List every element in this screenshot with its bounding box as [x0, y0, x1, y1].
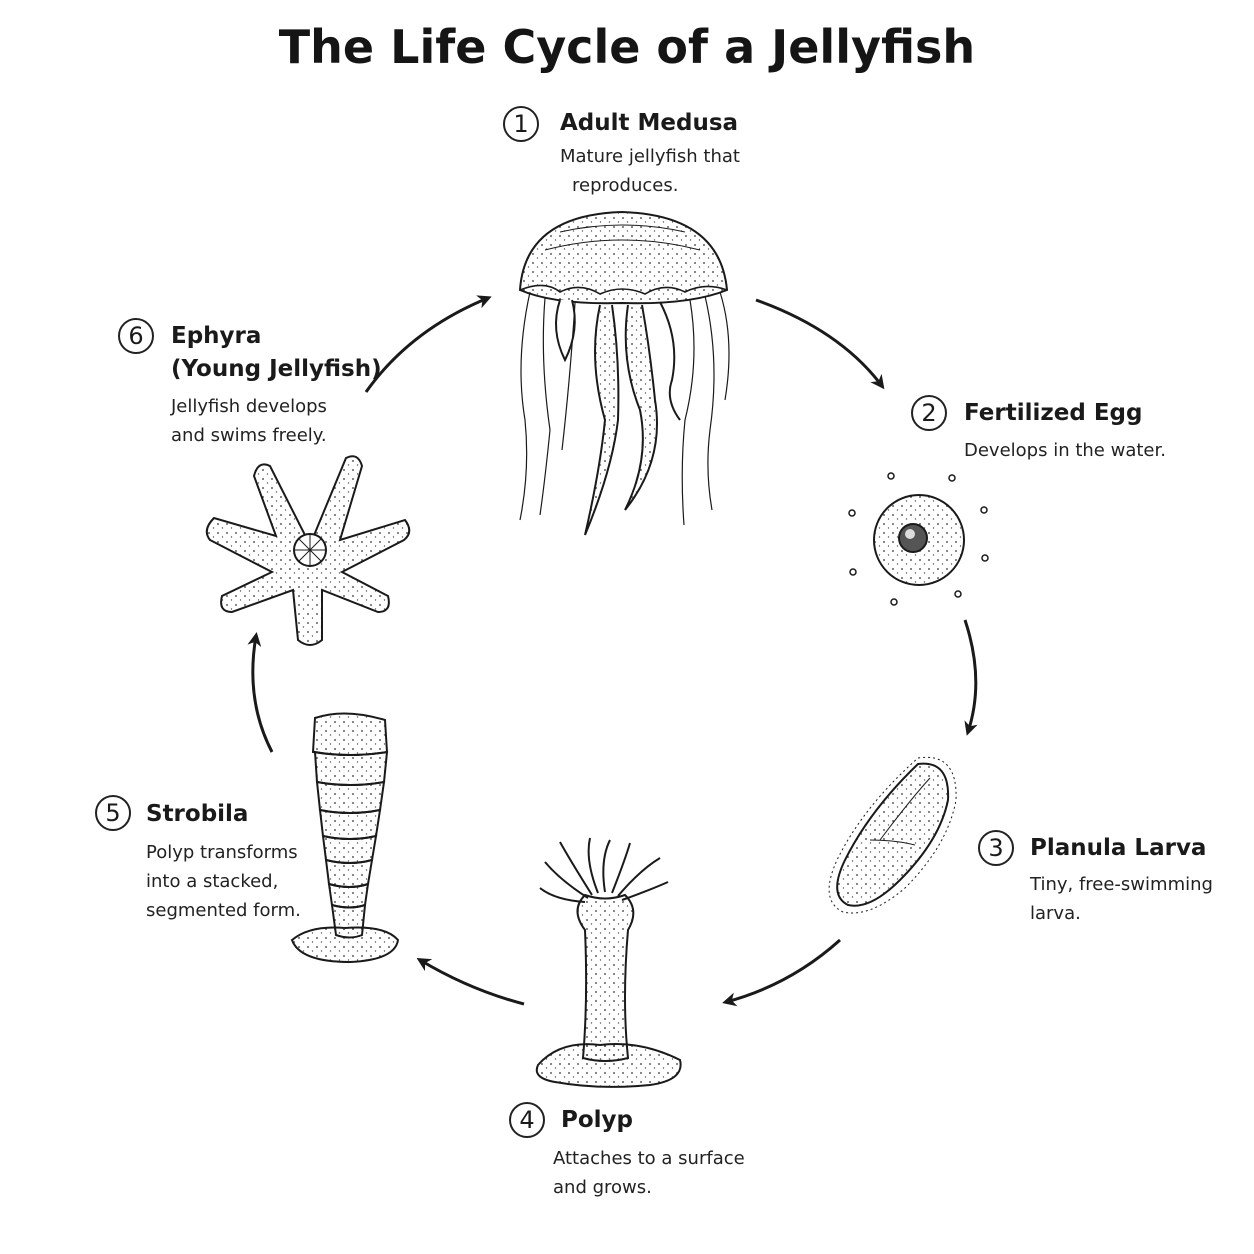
- stage-5-desc-line3: segmented form.: [146, 900, 301, 921]
- stage-4-desc-line1: Attaches to a surface: [553, 1148, 745, 1169]
- stage-4-desc-line2: and grows.: [553, 1177, 652, 1198]
- stage-1-desc-line2: reproduces.: [572, 175, 679, 196]
- arrow-3-to-4: [722, 938, 842, 1007]
- stage-5-number: 5: [95, 795, 131, 831]
- egg-illustration: [848, 472, 989, 606]
- planula-illustration: [828, 756, 957, 914]
- cycle-arrows: [247, 295, 978, 1007]
- stage-6-title: Ephyra: [171, 323, 262, 349]
- arrow-6-to-1: [364, 295, 492, 393]
- stage-2-title: Fertilized Egg: [964, 400, 1143, 426]
- stage-6-desc-line2: and swims freely.: [171, 425, 327, 446]
- arrow-4-to-5: [416, 957, 525, 1006]
- strobila-illustration: [290, 712, 400, 964]
- stage-4-number: 4: [509, 1102, 545, 1138]
- stage-1-number: 1: [503, 106, 539, 142]
- stage-5-desc-line1: Polyp transforms: [146, 842, 298, 863]
- stage-3-number: 3: [978, 830, 1014, 866]
- stage-2-number: 2: [911, 395, 947, 431]
- diagram-title: The Life Cycle of a Jellyfish: [278, 20, 976, 74]
- stage-6-number: 6: [118, 318, 154, 354]
- stage-3-desc-line2: larva.: [1030, 903, 1081, 924]
- arrow-2-to-3: [963, 619, 978, 736]
- stage-5-desc-line2: into a stacked,: [146, 871, 279, 892]
- stage-6-desc-line1: Jellyfish develops: [171, 396, 327, 417]
- stage-1-title: Adult Medusa: [560, 110, 739, 136]
- polyp-illustration: [535, 837, 682, 1088]
- stage-6-title-line2: (Young Jellyfish): [171, 356, 382, 382]
- arrow-1-to-2: [755, 298, 885, 390]
- stage-2-desc-line1: Develops in the water.: [964, 440, 1166, 461]
- stage-4-title: Polyp: [561, 1107, 633, 1133]
- arrow-5-to-6: [247, 632, 274, 753]
- stage-3-title: Planula Larva: [1030, 835, 1207, 861]
- stage-3-desc-line1: Tiny, free-swimming: [1030, 874, 1213, 895]
- stage-1-desc-line1: Mature jellyfish that: [560, 146, 740, 167]
- medusa-illustration: [518, 210, 730, 536]
- stage-5-title: Strobila: [146, 801, 249, 827]
- ephyra-illustration: [205, 455, 411, 646]
